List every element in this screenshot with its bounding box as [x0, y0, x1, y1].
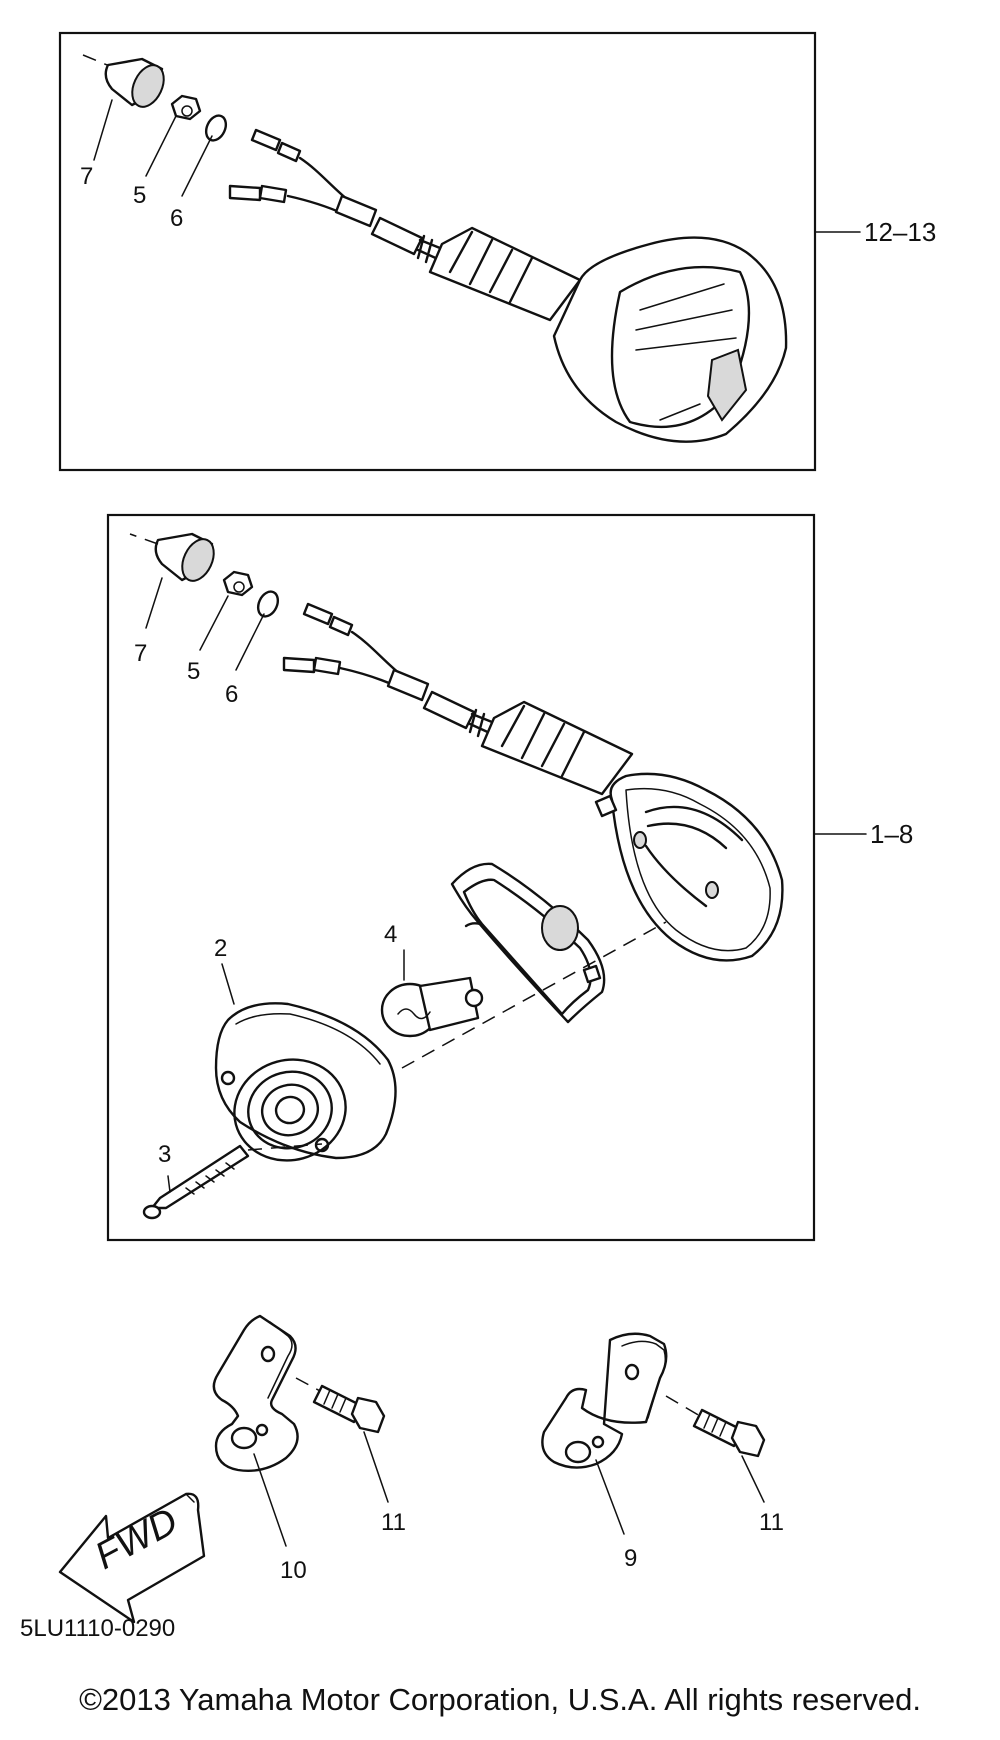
screw-part-3	[142, 1144, 250, 1220]
housing-body-mid	[594, 772, 784, 962]
top-frame	[58, 31, 817, 472]
cap-part-7	[82, 54, 165, 108]
callout-mid-6: 6	[225, 681, 238, 708]
callout-mid-5: 5	[187, 658, 200, 685]
assembly-12-13: 12–13 7 5 6	[58, 31, 936, 472]
callout-bottom-10: 10	[280, 1557, 307, 1584]
fwd-arrow: FWD	[58, 1492, 206, 1624]
callout-mid-7: 7	[134, 640, 147, 667]
diagram-code: 5LU1110-0290	[20, 1615, 175, 1642]
bolt-part-11-left	[312, 1384, 386, 1434]
middle-frame	[106, 513, 816, 1242]
reflector-plate	[450, 862, 606, 1024]
copyright-notice: ©2013 Yamaha Motor Corporation, U.S.A. A…	[79, 1682, 921, 1717]
callout-bottom-9: 9	[624, 1545, 637, 1572]
callout-mid-4: 4	[384, 921, 397, 948]
stalk-top	[428, 226, 582, 322]
bracket-part-10	[212, 1314, 299, 1472]
turn-signal-housing-top	[552, 236, 788, 443]
bulb-part-4	[380, 976, 484, 1038]
wire-harness-mid	[282, 602, 494, 738]
callout-top-6: 6	[170, 205, 183, 232]
callout-top-7: 7	[80, 163, 93, 190]
bracket-part-9	[541, 1332, 668, 1469]
callout-bottom-11-right: 11	[759, 1509, 784, 1536]
callout-mid-3: 3	[158, 1141, 171, 1168]
brackets-and-bolts: 10 11 9 11	[212, 1314, 784, 1584]
washer-part-6-mid	[256, 590, 280, 618]
callout-mid-2: 2	[214, 935, 227, 962]
washer-part-6	[204, 114, 228, 142]
callout-bottom-11-left: 11	[381, 1509, 406, 1536]
callout-1-8: 1–8	[870, 819, 913, 849]
assembly-1-8: 4 2 3 7 5 6	[106, 513, 913, 1242]
callout-12-13: 12–13	[864, 217, 936, 247]
stalk-mid	[480, 700, 634, 796]
bolt-part-11-right	[692, 1408, 766, 1458]
nut-part-5-mid	[222, 570, 254, 597]
cap-part-7-mid	[154, 532, 215, 582]
callout-top-5: 5	[133, 182, 146, 209]
lens-part-2	[214, 1002, 397, 1162]
wire-harness-top	[228, 128, 442, 264]
